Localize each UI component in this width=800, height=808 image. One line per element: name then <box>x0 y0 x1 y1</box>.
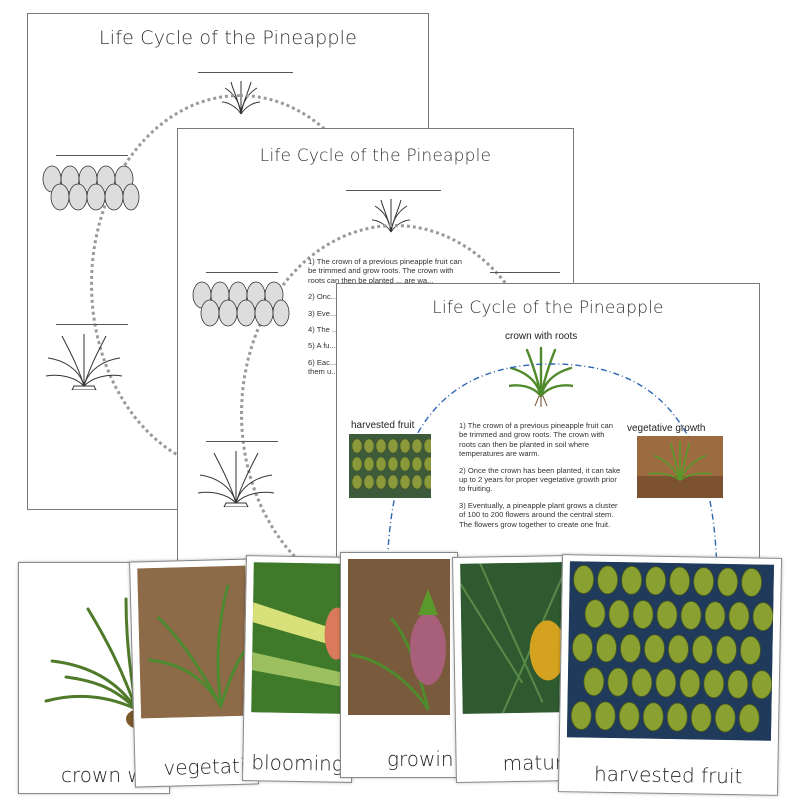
step-1: 1) The crown of a previous pineapple fru… <box>308 257 462 285</box>
steps-text-front: 1) The crown of a previous pineapple fru… <box>459 421 621 536</box>
card-mature: matur <box>452 554 574 784</box>
card-caption: blooming <box>251 750 345 776</box>
answer-line-left <box>206 272 278 273</box>
label-harvested-fruit: harvested fruit <box>351 420 415 431</box>
worksheet-middle-title: Life Cycle of the Pineapple <box>259 146 492 166</box>
pineapple-crown-photo <box>509 346 573 408</box>
card-photo <box>566 561 774 741</box>
harvested-fruit-photo <box>349 434 431 498</box>
card-blooming: blooming <box>242 555 356 783</box>
worksheet-front: Life Cycle of the Pineapple crown with r… <box>336 283 760 583</box>
card-photo <box>348 559 450 715</box>
card-photo <box>460 562 565 714</box>
step-2: 2) Once the crown has been planted, it c… <box>459 465 621 494</box>
worksheet-front-title: Life Cycle of the Pineapple <box>432 298 664 318</box>
card-harvested-fruit: harvested fruit <box>557 554 783 796</box>
answer-line-left-lower <box>206 441 278 442</box>
card-photo <box>251 562 348 714</box>
card-caption: growin <box>387 747 454 771</box>
answer-line-top <box>198 72 293 73</box>
pineapple-crown-hand-sketch <box>44 330 124 390</box>
card-growing: growin <box>340 552 458 778</box>
answer-line-right <box>490 272 560 273</box>
card-vegetative-growth: vegetativ <box>129 558 259 788</box>
label-crown-with-roots: crown with roots <box>505 331 578 342</box>
answer-line-left <box>56 155 128 156</box>
answer-line-left-lower <box>56 324 128 325</box>
card-photo <box>137 565 250 719</box>
pineapple-harvest-sketch <box>40 161 140 215</box>
pineapple-harvest-sketch <box>190 277 290 331</box>
step-3: 3) Eventually, a pineapple plant grows a… <box>459 500 618 529</box>
card-caption: crown w <box>61 763 144 787</box>
pineapple-crown-hand-sketch <box>196 447 276 507</box>
worksheet-back-title: Life Cycle of the Pineapple <box>98 27 357 49</box>
step-1: 1) The crown of a previous pineapple fru… <box>459 421 613 459</box>
vegetative-growth-photo <box>637 436 723 498</box>
card-caption: harvested fruit <box>593 761 743 789</box>
answer-line-top <box>346 190 441 191</box>
label-vegetative-growth: vegetative growth <box>627 423 706 434</box>
